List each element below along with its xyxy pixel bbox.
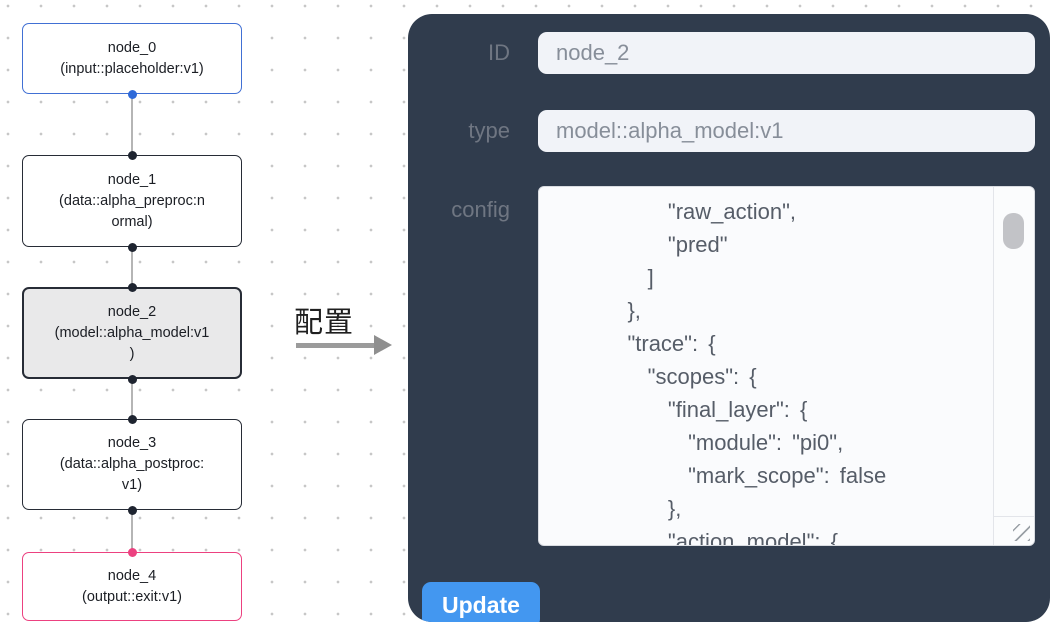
node-subtitle: v1) (121, 477, 143, 493)
transition-label: 配置 (294, 307, 355, 339)
flow-node-node_2[interactable]: node_2 (model::alpha_model:v1 ) (22, 287, 242, 379)
type-input[interactable] (538, 110, 1035, 152)
edge-line (131, 94, 133, 155)
node-title: node_3 (107, 435, 157, 451)
node-title: node_4 (107, 567, 157, 584)
id-input[interactable] (538, 32, 1035, 74)
node-subtitle: (input::placeholder:v1) (60, 60, 204, 77)
right-arrow-icon (296, 343, 376, 348)
flow-node-node_1[interactable]: node_1 (data::alpha_preproc:n ormal) (22, 155, 242, 247)
port-dot[interactable] (127, 547, 137, 557)
port-dot[interactable] (127, 282, 137, 292)
node-title: node_0 (107, 39, 157, 56)
config-json-text[interactable]: "raw_action", "pred" ] }, "trace": { "sc… (627, 199, 887, 546)
port-dot[interactable] (127, 150, 137, 160)
port-dot[interactable] (127, 374, 137, 384)
port-dot[interactable] (127, 414, 137, 424)
config-scrollbar[interactable] (993, 187, 1034, 517)
config-editor[interactable]: "raw_action", "pred" ] }, "trace": { "sc… (538, 186, 1035, 546)
right-arrow-head-icon (374, 335, 392, 355)
edge-line (131, 379, 133, 419)
flow-node-node_4[interactable]: node_4 (output::exit:v1) (22, 552, 242, 621)
node-subtitle: (model::alpha_model:v1 (54, 324, 210, 341)
type-label: type (468, 118, 510, 143)
node-title: node_2 (107, 303, 157, 320)
id-label: ID (488, 40, 510, 65)
config-label: config (451, 197, 510, 222)
edge-line (131, 510, 133, 552)
node-subtitle: ormal) (111, 213, 153, 230)
node-subtitle: (data::alpha_postproc: (59, 456, 205, 472)
config-panel: ID type config "raw_action", "pred" ] },… (408, 14, 1050, 622)
flow-node-node_3[interactable]: node_3 (data::alpha_postproc: v1) (22, 419, 242, 510)
scrollbar-thumb[interactable] (1003, 213, 1024, 249)
node-title: node_1 (107, 171, 157, 188)
edge-line (131, 247, 133, 287)
node-subtitle: ) (129, 345, 135, 362)
node-subtitle: (data::alpha_preproc:n (59, 192, 205, 209)
resize-handle-icon[interactable] (1013, 524, 1030, 541)
port-dot[interactable] (127, 242, 137, 252)
node-subtitle: (output::exit:v1) (82, 588, 182, 605)
port-dot[interactable] (127, 89, 137, 99)
flow-node-node_0[interactable]: node_0 (input::placeholder:v1) (22, 23, 242, 94)
scrollbar-corner (993, 516, 1034, 545)
update-button[interactable]: Update (422, 582, 540, 622)
port-dot[interactable] (127, 505, 137, 515)
